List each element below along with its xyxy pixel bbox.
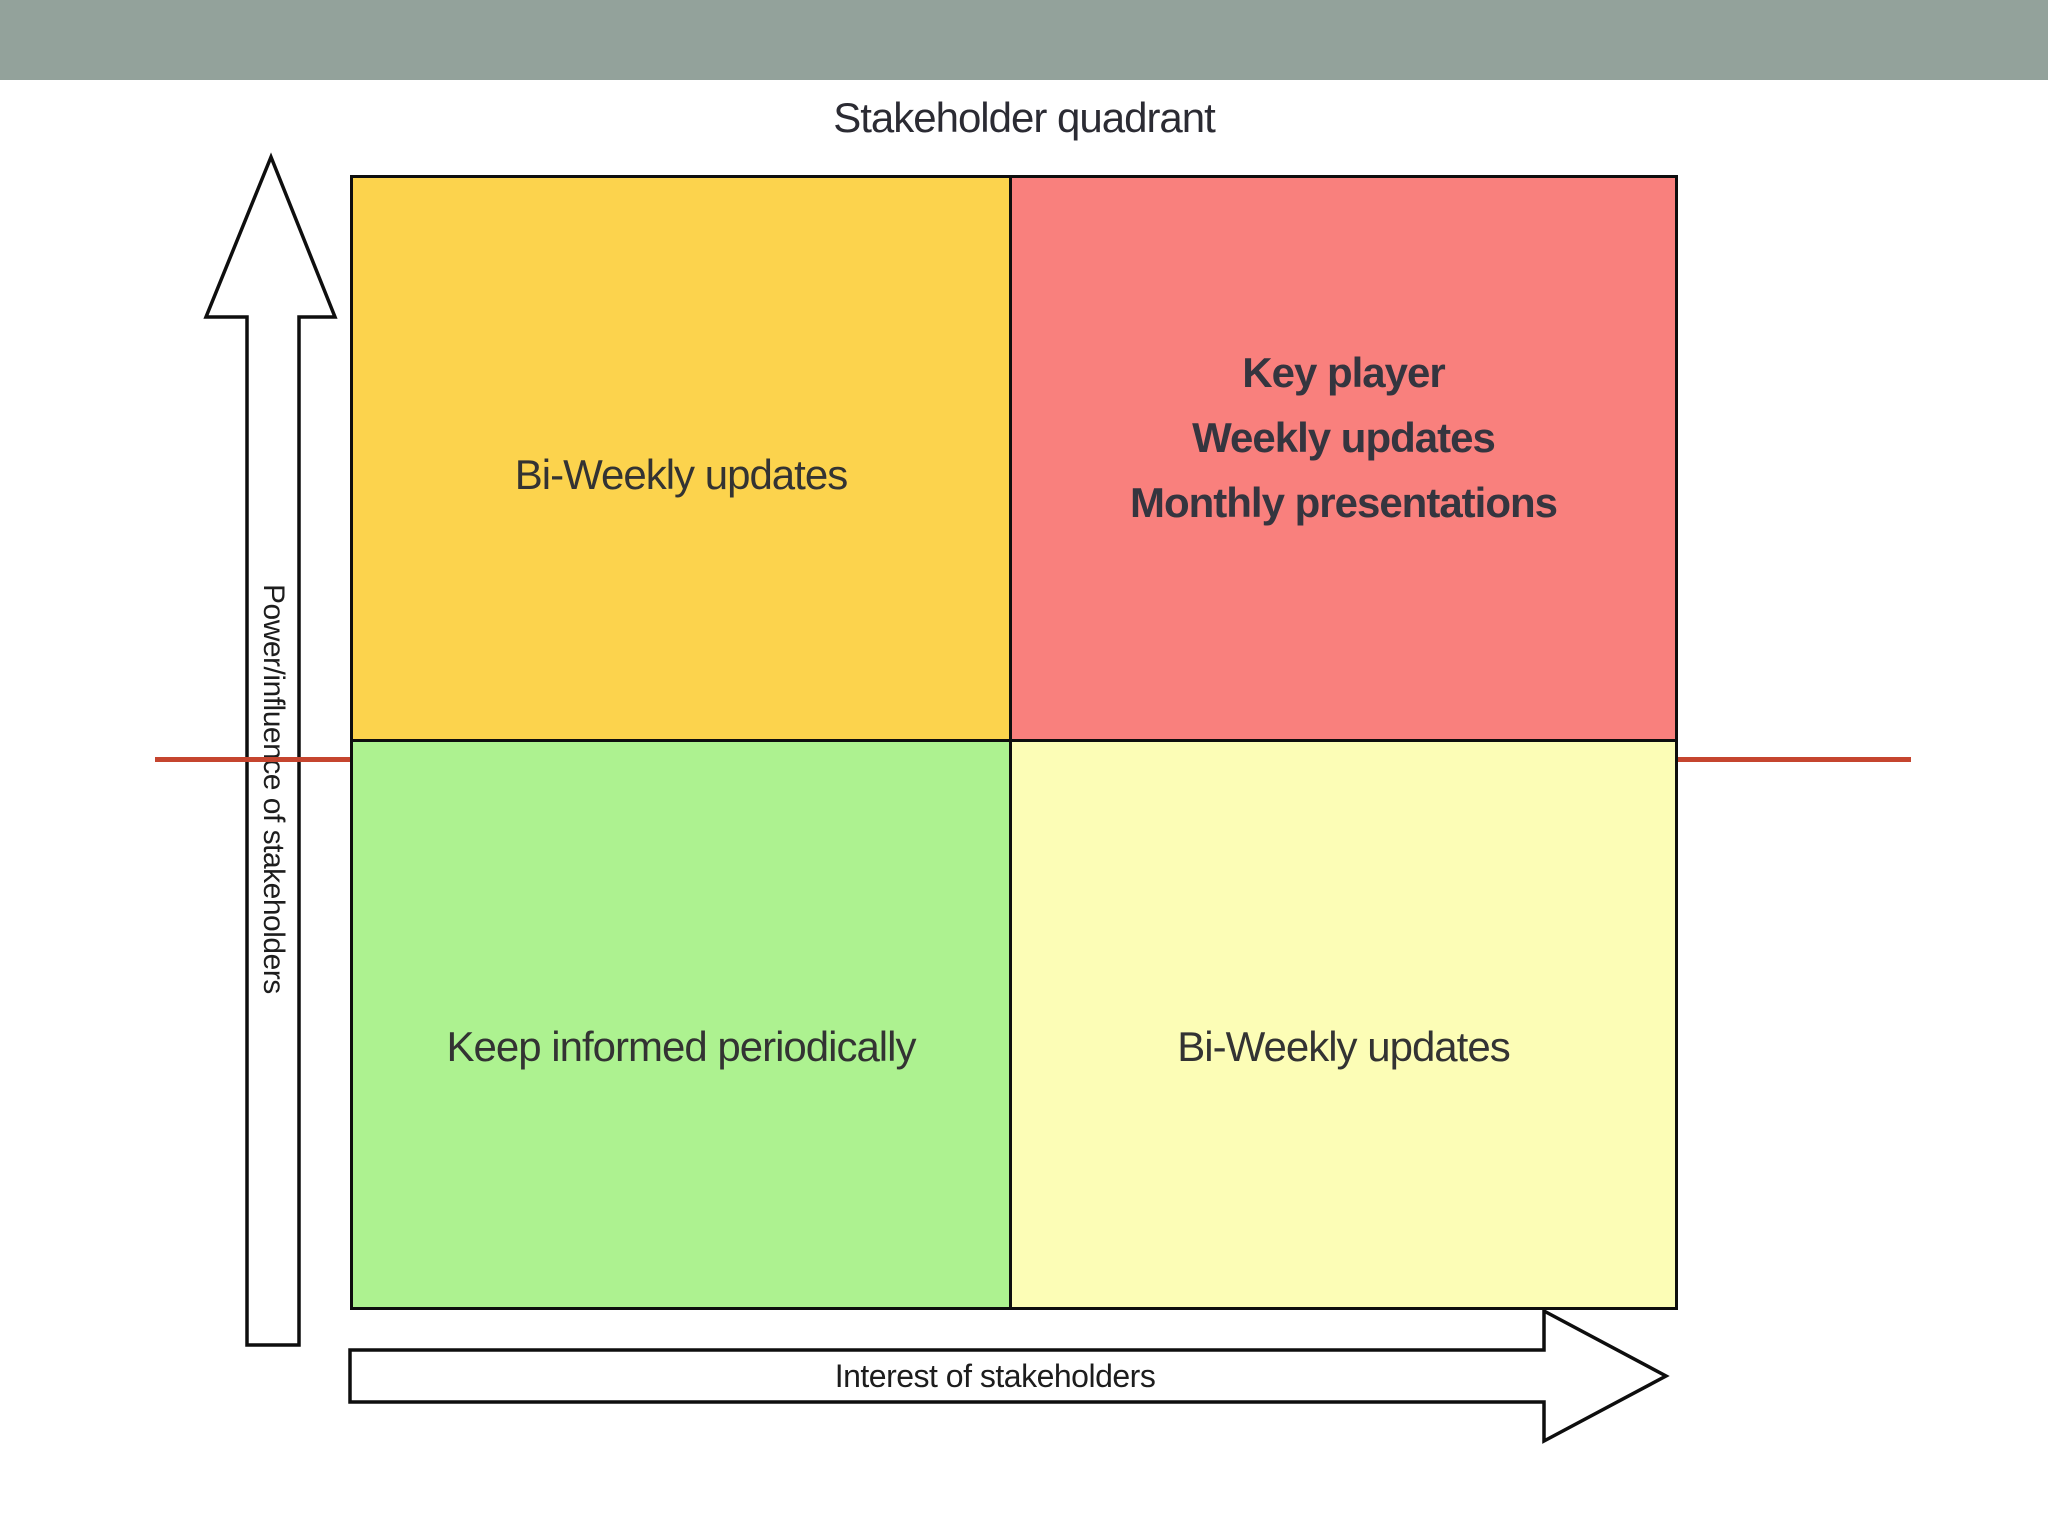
- quadrant-label: Keep informed periodically: [446, 1023, 917, 1070]
- quadrant-label-line: Weekly updates: [1192, 414, 1496, 461]
- x-axis-label: Interest of stakeholders: [834, 1357, 1156, 1394]
- quadrant-label: Bi-Weekly updates: [1177, 1023, 1510, 1070]
- quadrant-top-right: Key player Weekly updates Monthly presen…: [1012, 178, 1675, 742]
- stakeholder-matrix: Bi-Weekly updates Key player Weekly upda…: [350, 175, 1678, 1310]
- page-title: Stakeholder quadrant: [833, 94, 1216, 141]
- y-axis-label: Power/influence of stakeholders: [257, 584, 290, 994]
- quadrant-top-left: Bi-Weekly updates: [353, 178, 1012, 742]
- quadrant-label-line: Key player: [1242, 349, 1445, 396]
- quadrant-label-line: Monthly presentations: [1129, 479, 1558, 526]
- quadrant-bottom-right: Bi-Weekly updates: [1012, 742, 1675, 1307]
- quadrant-bottom-left: Keep informed periodically: [353, 742, 1012, 1307]
- quadrant-label: Bi-Weekly updates: [514, 450, 848, 498]
- header-bar: [0, 0, 2048, 80]
- x-axis-arrow: [348, 1308, 1670, 1444]
- y-axis-arrow: [203, 152, 338, 1347]
